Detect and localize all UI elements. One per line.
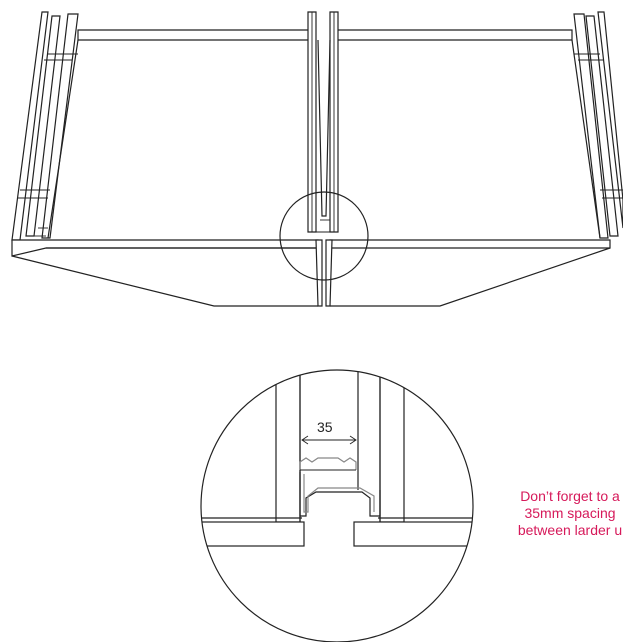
- detail-callout-circle: [279, 191, 369, 281]
- right-larder-unit: [329, 11, 623, 307]
- detail-view: 35: [200, 369, 474, 642]
- larder-units-top-view: [11, 11, 623, 307]
- annotation-line-2: 35mm spacing: [524, 505, 616, 521]
- dimension-label: 35: [317, 419, 333, 435]
- centre-join: [315, 39, 336, 307]
- annotation-line-1: Don’t forget to a: [520, 488, 620, 504]
- annotation-line-3: between larder u: [517, 522, 623, 538]
- left-larder-unit: [11, 11, 319, 307]
- spacing-annotation: Don’t forget to a 35mm spacing between l…: [470, 488, 623, 539]
- dimension-35: 35: [301, 419, 357, 445]
